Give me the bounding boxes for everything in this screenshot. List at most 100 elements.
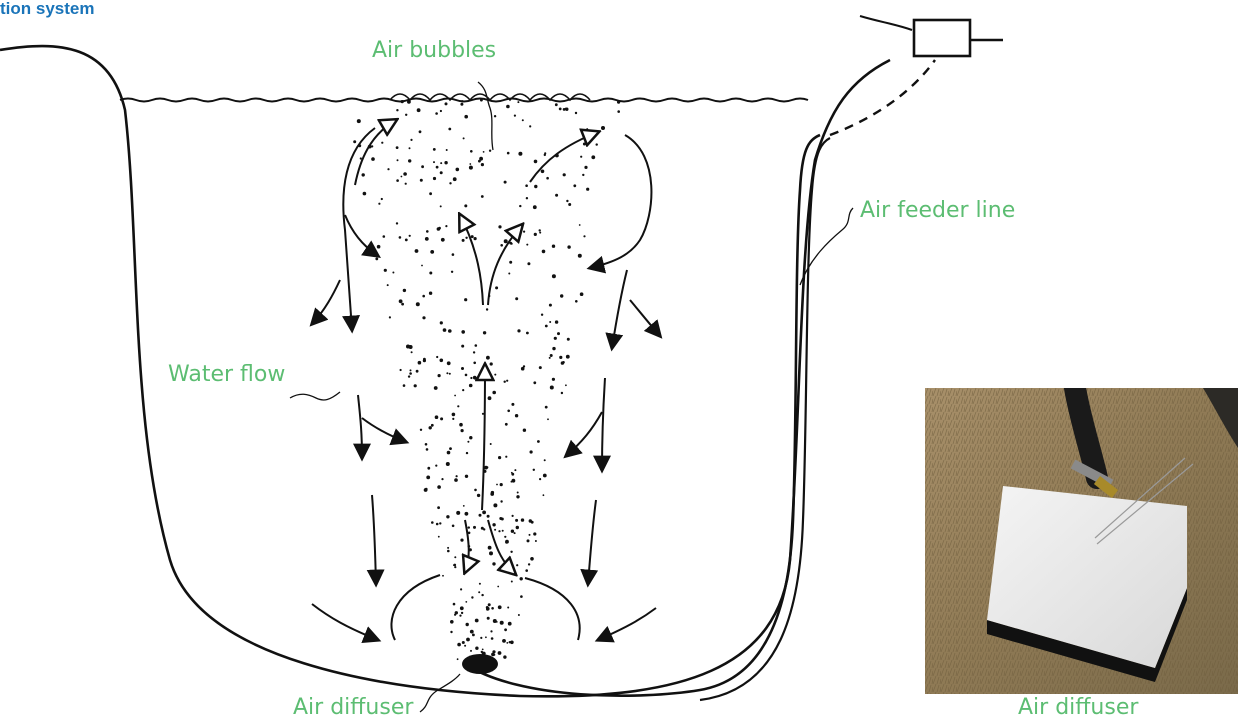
bubble-dot — [445, 102, 448, 105]
bubble-dot — [567, 338, 570, 341]
bubble-dot — [482, 649, 484, 651]
bubble-dot — [468, 526, 470, 528]
bubble-dot — [447, 361, 451, 365]
bubble-dot — [493, 503, 497, 507]
bubble-dot — [439, 522, 441, 524]
bubble-dot — [567, 245, 570, 248]
bubble-dot — [450, 631, 452, 633]
bubble-dot — [504, 381, 506, 383]
bubble-dot — [452, 418, 454, 420]
bubble-dot — [562, 361, 565, 364]
bubble-dot — [533, 532, 536, 535]
bubble-dot — [512, 479, 516, 483]
bubble-dot — [565, 108, 568, 111]
bubble-dot — [507, 410, 510, 413]
bubble-dot — [492, 650, 495, 653]
bubble-dot — [507, 607, 509, 609]
bubble-dot — [447, 550, 450, 553]
bubble-dot — [514, 532, 516, 534]
bubble-dot — [500, 500, 502, 502]
bubble-dot — [487, 617, 490, 620]
bubble-dot — [481, 195, 484, 198]
bubble-dot — [465, 237, 467, 239]
bubble-dot — [462, 641, 465, 644]
bubble-dot — [396, 146, 399, 149]
bubble-dot — [437, 485, 441, 489]
bubble-dot — [464, 645, 466, 647]
compressor-wire — [860, 16, 912, 30]
bubble-dot — [544, 154, 546, 156]
bubble-dot — [478, 591, 480, 593]
bubble-column — [353, 99, 620, 660]
bubble-dot — [477, 494, 480, 497]
bubble-dot — [440, 162, 442, 164]
bubble-dot — [501, 518, 504, 521]
bubble-dot — [488, 396, 492, 400]
bubble-dot — [466, 623, 469, 626]
water-flow-label: Water flow — [168, 364, 285, 386]
bubble-dot — [506, 105, 510, 109]
compressor-box — [914, 20, 970, 56]
bubble-dot — [496, 621, 498, 623]
bubble-dot — [518, 614, 520, 616]
bubble-dot — [579, 224, 581, 226]
bubble-dot — [459, 224, 461, 226]
bubble-dot — [516, 526, 519, 529]
bubble-dot — [473, 526, 476, 529]
bubble-dot — [584, 166, 587, 169]
bubble-dot — [457, 643, 461, 647]
bubble-dot — [489, 150, 491, 152]
bubble-dot — [568, 203, 571, 206]
bubble-dot — [438, 227, 441, 230]
bubble-dot — [474, 377, 477, 380]
bubble-dot — [516, 495, 519, 498]
bubble-dot — [353, 140, 356, 143]
bubble-dot — [549, 357, 551, 359]
bubble-dot — [436, 166, 439, 169]
bubble-dot — [399, 236, 402, 239]
bubble-dot — [452, 253, 455, 256]
bubble-dot — [526, 332, 529, 335]
bubble-dot — [535, 540, 537, 542]
bubble-dot — [430, 250, 434, 254]
bubble-dot — [377, 245, 381, 249]
bubble-dot — [456, 511, 460, 515]
bubble-dot — [566, 200, 568, 202]
bubble-dot — [460, 103, 463, 106]
bubble-dot — [526, 197, 528, 199]
bubble-dot — [462, 239, 465, 242]
bubble-dot — [488, 603, 491, 606]
bubble-dot — [529, 125, 531, 127]
bubble-dot — [378, 203, 380, 205]
bubble-dot — [545, 406, 548, 409]
bubble-dot — [441, 478, 443, 480]
bubble-dot — [454, 478, 458, 482]
bubble-dot — [465, 512, 469, 516]
bubble-dot — [403, 172, 407, 176]
bubble-dot — [460, 588, 462, 590]
bubble-dot — [401, 100, 404, 103]
bubble-dot — [422, 295, 425, 298]
bubble-dot — [417, 108, 421, 112]
bubble-dot — [461, 612, 463, 614]
bubble-dot — [462, 389, 464, 391]
bubble-dot — [533, 205, 537, 209]
bubble-dot — [530, 450, 533, 453]
bubble-dot — [488, 546, 492, 550]
bubble-dot — [451, 271, 453, 273]
bubble-dot — [467, 441, 469, 443]
bubble-dot — [480, 637, 482, 639]
bubble-dot — [519, 205, 521, 207]
bubble-dot — [396, 109, 398, 111]
bubble-dot — [403, 384, 406, 387]
bubble-dot — [504, 239, 508, 243]
pond-outline — [0, 46, 890, 696]
bubble-dot — [435, 465, 437, 467]
bubble-dot — [454, 564, 457, 567]
bubble-dot — [498, 225, 501, 228]
bubble-dot — [471, 235, 474, 238]
bubble-dot — [420, 429, 422, 431]
bubble-dot — [504, 628, 507, 631]
bubble-dot — [425, 488, 428, 491]
